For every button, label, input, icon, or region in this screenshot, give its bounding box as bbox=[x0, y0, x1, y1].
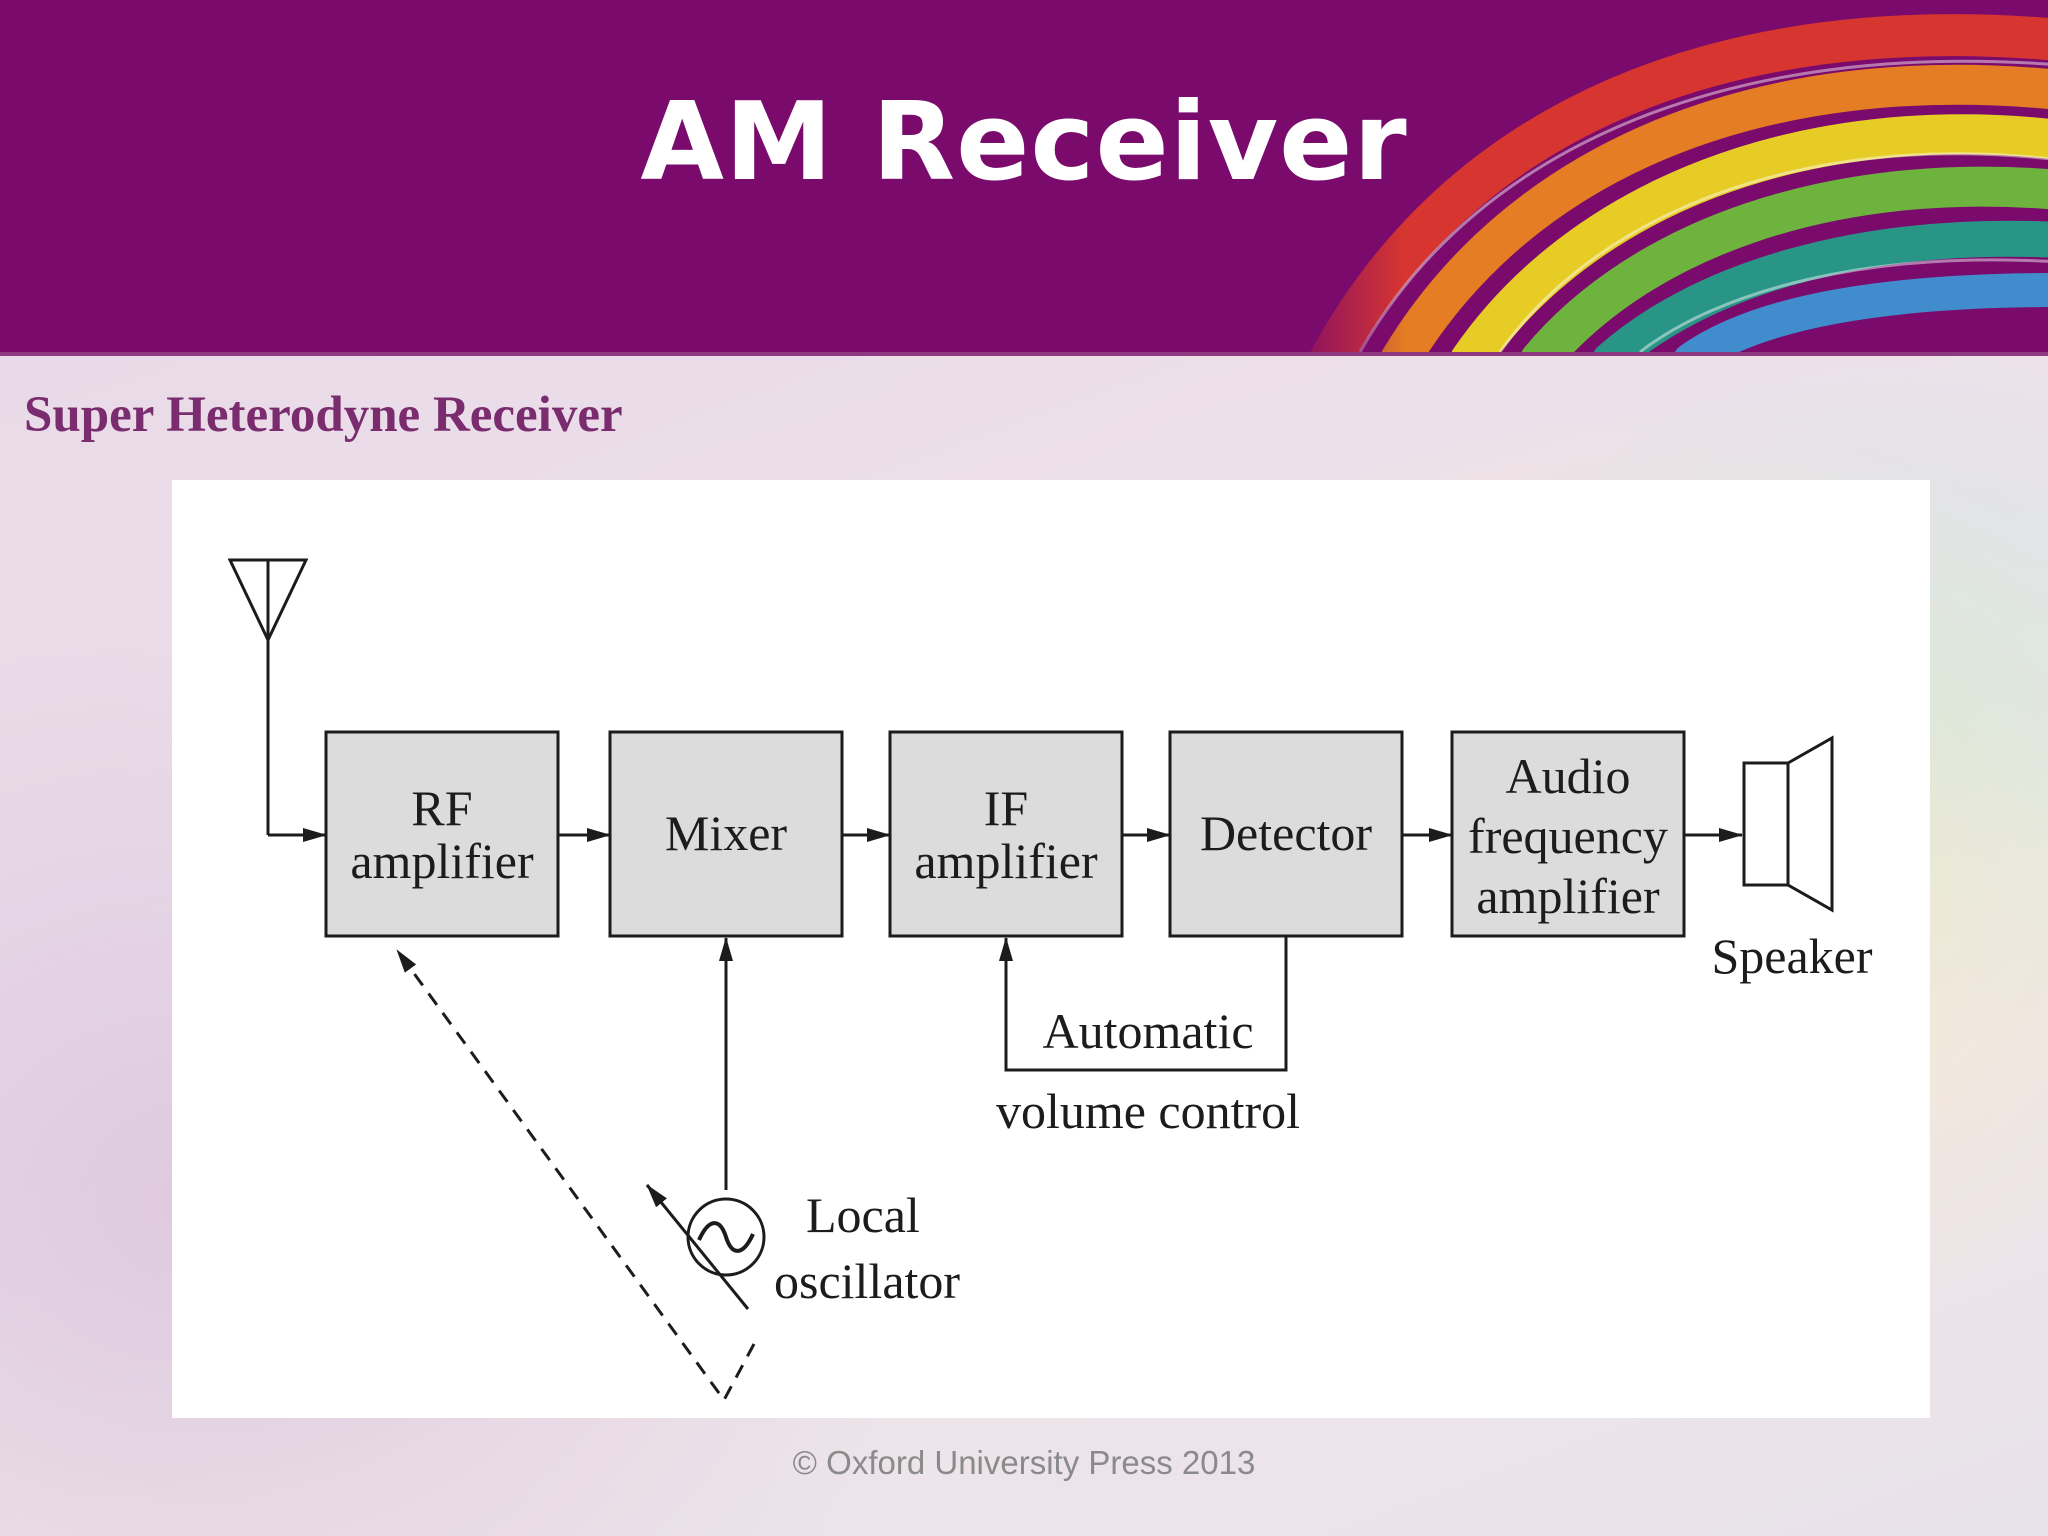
rf-amplifier-label-1: RF bbox=[411, 780, 472, 836]
if-amplifier-label-2: amplifier bbox=[914, 833, 1098, 889]
rainbow-decoration bbox=[1280, 0, 2048, 352]
avc-label-1: Automatic bbox=[1042, 1003, 1253, 1059]
if-amplifier-block: IF amplifier bbox=[888, 730, 1124, 938]
audio-label-2: frequency bbox=[1468, 808, 1668, 864]
slide-title: AM Receiver bbox=[640, 80, 1408, 205]
copyright-footer: © Oxford University Press 2013 bbox=[792, 1444, 1256, 1481]
avc-feedback-line bbox=[999, 936, 1288, 1072]
oscillator-icon bbox=[645, 1184, 766, 1310]
mixer-block: Mixer bbox=[608, 730, 844, 938]
oscillator-label-2: oscillator bbox=[774, 1253, 960, 1309]
detector-label: Detector bbox=[1200, 805, 1372, 861]
antenna-icon bbox=[227, 558, 309, 835]
audio-label-1: Audio bbox=[1506, 748, 1631, 804]
rf-amplifier-label-2: amplifier bbox=[350, 833, 534, 889]
if-amplifier-label-1: IF bbox=[984, 780, 1028, 836]
speaker-label: Speaker bbox=[1711, 928, 1872, 984]
oscillator-label-1: Local bbox=[806, 1187, 920, 1243]
slide-header: AM Receiver bbox=[0, 0, 2048, 356]
slide-subtitle: Super Heterodyne Receiver bbox=[24, 387, 623, 443]
mixer-label: Mixer bbox=[665, 805, 788, 861]
diagram-canvas: RF amplifier Mixer IF amplifier Detector… bbox=[227, 558, 1873, 1403]
rf-amplifier-block: RF amplifier bbox=[324, 730, 560, 938]
speaker-icon bbox=[1742, 735, 1834, 913]
audio-frequency-amplifier-block: Audio frequency amplifier bbox=[1450, 730, 1686, 938]
audio-label-3: amplifier bbox=[1476, 868, 1660, 924]
detector-block: Detector bbox=[1168, 730, 1404, 938]
ganged-tuning-dashed-line bbox=[395, 949, 756, 1403]
block-diagram: RF amplifier Mixer IF amplifier Detector… bbox=[172, 480, 1930, 1418]
avc-label-2: volume control bbox=[996, 1083, 1300, 1139]
